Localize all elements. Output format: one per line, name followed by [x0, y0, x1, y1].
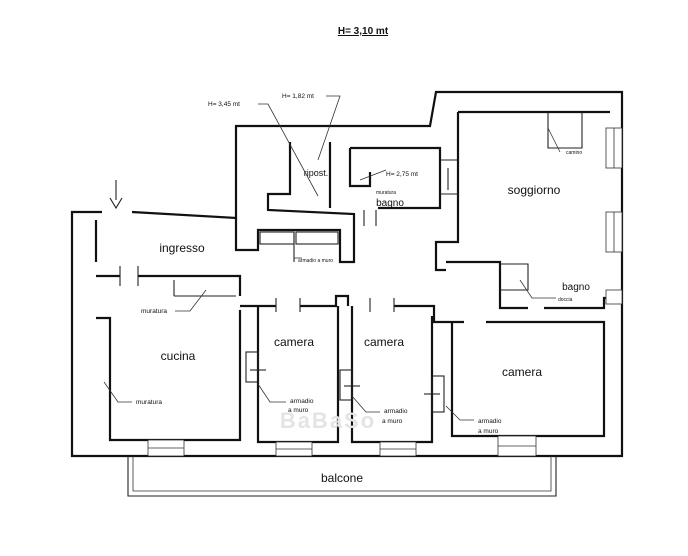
note-armadio-2-line1: armadio	[384, 408, 408, 415]
outer-walls	[70, 90, 624, 458]
note-camino: camino	[566, 150, 582, 156]
room-label-balcone: balcone	[321, 471, 363, 485]
room-label-bagno-1: bagno	[376, 198, 404, 209]
room-label-cucina: cucina	[161, 349, 196, 363]
room-label-soggiorno: soggiorno	[508, 183, 561, 197]
note-muratura-bagno: muratura	[376, 190, 396, 196]
room-label-ingresso: ingresso	[159, 241, 205, 255]
note-armadio-3-line2: a muro	[478, 428, 499, 435]
entry-arrow	[109, 180, 123, 210]
room-label-camera-1: camera	[274, 335, 314, 349]
room-label-ripostiglio: ripost.	[304, 168, 329, 178]
room-label-bagno-2: bagno	[562, 282, 590, 293]
room-label-camera-3: camera	[502, 365, 542, 379]
ceiling-height-title: H= 3,10 mt	[338, 26, 389, 37]
note-armadio-corridoio: armadio a muro	[298, 258, 333, 264]
room-label-camera-2: camera	[364, 335, 404, 349]
note-doccia: doccia	[558, 297, 573, 303]
bedroom-wardrobes	[245, 351, 445, 413]
note-muratura-cucina: muratura	[136, 399, 162, 406]
note-muratura-ingresso: muratura	[141, 308, 167, 315]
note-armadio-2-line2: a muro	[382, 418, 403, 425]
note-armadio-1-line2: a muro	[288, 407, 309, 414]
balcony	[127, 456, 557, 497]
watermark: BaBaSo	[280, 408, 376, 433]
note-armadio-3-line1: armadio	[478, 418, 502, 425]
leader-lines	[103, 95, 561, 421]
windows	[147, 127, 623, 457]
height-note-182: H= 1,82 mt	[282, 93, 314, 100]
height-note-345: H= 3,45 mt	[208, 101, 240, 108]
interior-walls	[94, 110, 622, 444]
note-armadio-1-line1: armadio	[290, 398, 314, 405]
height-note-275: H= 2,75 mt	[386, 171, 418, 178]
